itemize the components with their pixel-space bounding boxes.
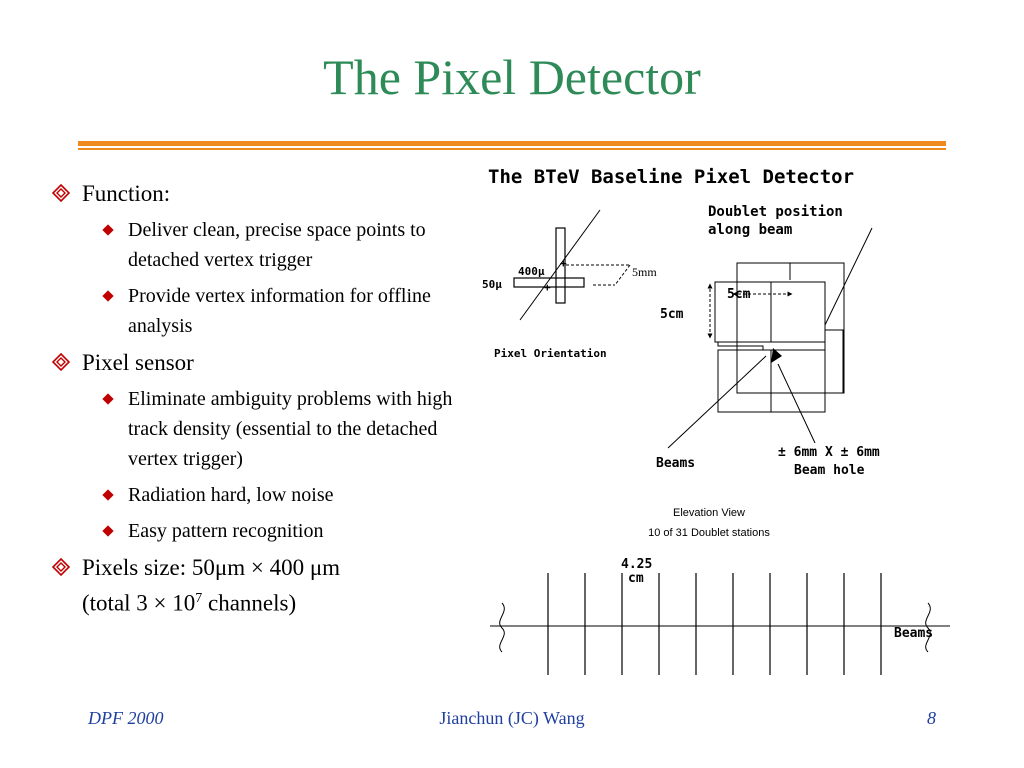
diamond-small-icon: [102, 489, 114, 501]
diamond-bullet-icon: [52, 184, 70, 202]
footer-conference: DPF 2000: [88, 708, 164, 728]
beams-bottom-label: Beams: [894, 626, 933, 641]
footer-author: Jianchun (JC) Wang: [439, 708, 585, 728]
pixel-orientation-label: Pixel Orientation: [494, 347, 607, 360]
pixel-orientation-sketch: + +: [513, 209, 631, 321]
sub-bullet: Eliminate ambiguity problems with high t…: [52, 384, 472, 474]
figure-title: The BTeV Baseline Pixel Detector: [488, 166, 854, 188]
sub-bullet: Provide vertex information for offline a…: [52, 281, 472, 341]
sub-bullet-text: Easy pattern recognition: [128, 520, 324, 542]
hole-pointer-line: [777, 363, 816, 444]
sub-bullet-text: Eliminate ambiguity problems with high t…: [128, 388, 453, 470]
station-spacing-unit: cm: [628, 571, 644, 586]
bullet-pixel-size: Pixels size: 50μm × 400 μm (total 3 × 10…: [52, 552, 472, 619]
station-spacing-value: 4.25: [621, 557, 652, 572]
bullet-function-label: Function:: [82, 181, 171, 206]
diamond-small-icon: [102, 224, 114, 236]
beams-label: Beams: [656, 456, 695, 471]
diamond-bullet-icon: [52, 558, 70, 576]
detector-planes: [714, 262, 845, 413]
bullet-sensor-label: Pixel sensor: [82, 350, 194, 375]
sub-bullet-text: Deliver clean, precise space points to d…: [128, 219, 426, 271]
break-symbol-right-icon: [925, 602, 931, 653]
bullet-size-line1: Pixels size: 50μm × 400 μm: [82, 555, 341, 580]
pixel-detector-figure: The BTeV Baseline Pixel Detector Doublet…: [482, 166, 950, 675]
beam-hole-arrow-icon: [771, 348, 782, 363]
doublet-along-beam-label: along beam: [708, 222, 792, 238]
sub-bullet: Deliver clean, precise space points to d…: [52, 215, 472, 275]
dim-5mm-label: 5mm: [632, 265, 657, 279]
svg-text:+: +: [544, 281, 551, 294]
bullet-pixel-sensor: Pixel sensor: [52, 347, 472, 378]
doublet-position-label: Doublet position: [708, 204, 843, 220]
dim-400-label: 400μ: [518, 265, 545, 278]
sub-bullet-text: Radiation hard, low noise: [128, 484, 334, 506]
dim-5cm-side-label: 5cm: [660, 307, 684, 322]
diamond-small-icon: [102, 525, 114, 537]
dim-50-label: 50μ: [482, 278, 502, 291]
dim-5cm-inner-label: 5cm: [727, 287, 751, 302]
bullet-list: Function: Deliver clean, precise space p…: [52, 178, 472, 625]
beams-pointer-line: [667, 355, 767, 449]
bullet-size-line2-prefix: (total 3 × 10: [82, 590, 196, 616]
sub-bullet-text: Provide vertex information for offline a…: [128, 285, 431, 337]
svg-text:+: +: [560, 257, 567, 270]
bullet-function: Function:: [52, 178, 472, 209]
break-symbol-left-icon: [499, 602, 505, 653]
beam-hole-size-label: ± 6mm X ± 6mm: [778, 445, 880, 460]
stations-label: 10 of 31 Doublet stations: [648, 527, 770, 539]
doublet-pointer-line: [824, 227, 873, 326]
elevation-view-label: Elevation View: [673, 507, 745, 519]
bullet-size-line2-suffix: channels): [202, 590, 297, 616]
diamond-small-icon: [102, 290, 114, 302]
slide-title: The Pixel Detector: [323, 49, 701, 105]
diamond-bullet-icon: [52, 353, 70, 371]
diamond-small-icon: [102, 393, 114, 405]
doublet-stations: [547, 573, 882, 675]
footer-page-number: 8: [927, 708, 936, 728]
title-rule-thin: [78, 148, 946, 150]
beam-hole-label: Beam hole: [794, 463, 865, 478]
sub-bullet: Radiation hard, low noise: [52, 480, 472, 510]
sub-bullet: Easy pattern recognition: [52, 516, 472, 546]
bullet-size-exponent: 7: [195, 591, 203, 606]
title-rule: [78, 141, 946, 146]
